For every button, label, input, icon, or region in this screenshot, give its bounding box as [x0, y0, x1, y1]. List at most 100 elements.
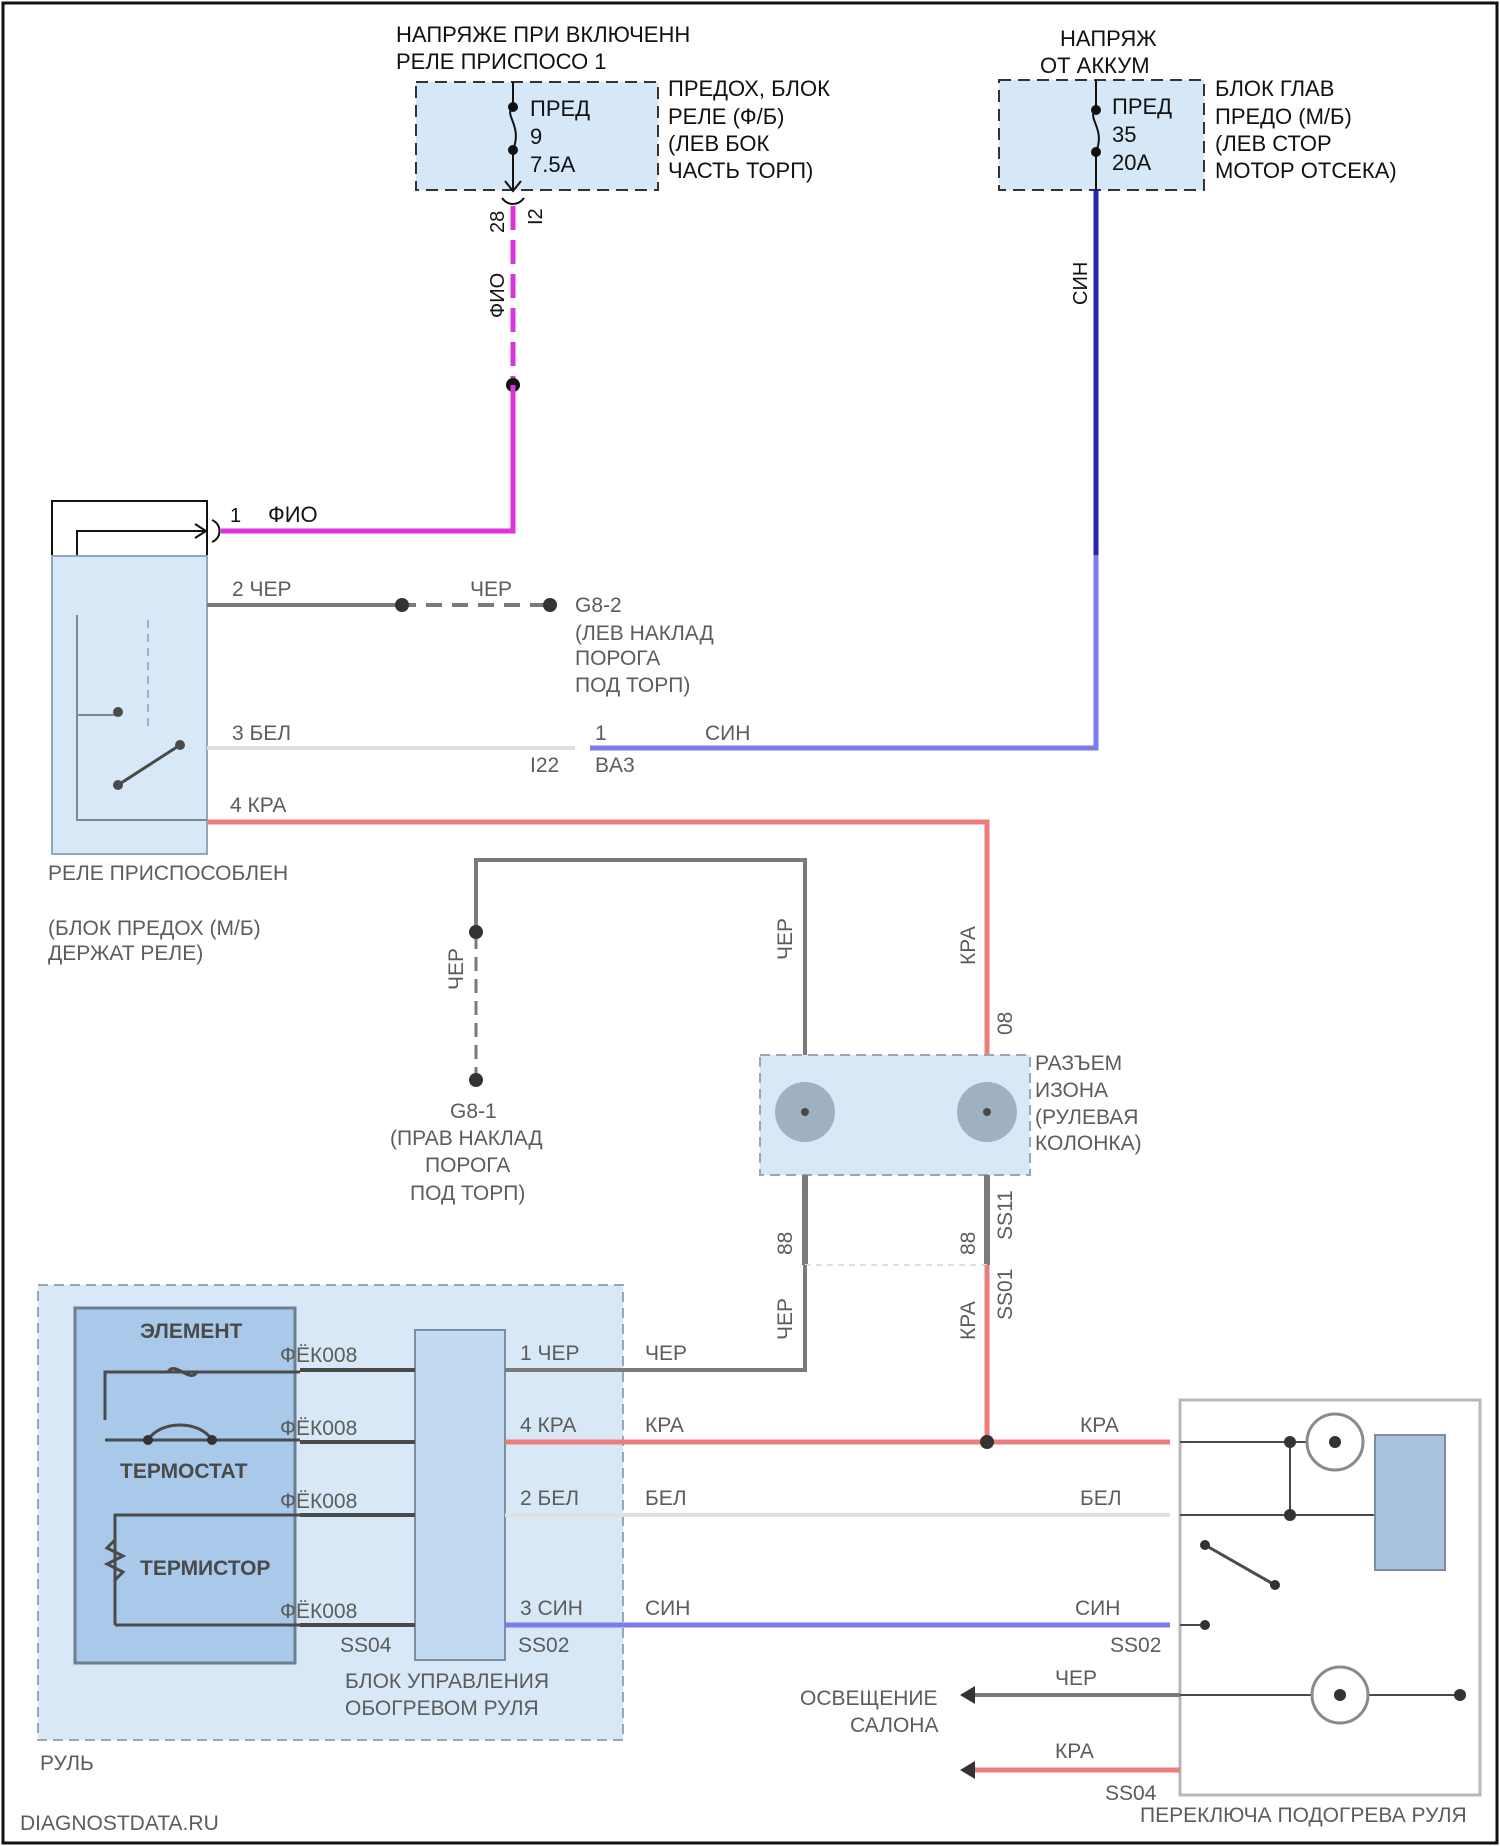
svg-text:КРА: КРА	[1055, 1740, 1094, 1763]
left-supply-title-line2: РЕЛЕ ПРИСПОСО 1	[396, 49, 607, 74]
svg-text:G8-1: G8-1	[450, 1100, 497, 1123]
relay-caption-1: РЕЛЕ ПРИСПОСОБЛЕН	[48, 862, 288, 885]
right-fuse-box	[999, 80, 1204, 190]
right-box-label-line1: БЛОК ГЛАВ	[1215, 76, 1334, 101]
left-connector-mark	[502, 198, 524, 204]
svg-text:SS04: SS04	[340, 1634, 392, 1657]
svg-text:ФЁК008: ФЁК008	[280, 1344, 357, 1367]
left-box-label-line4: ЧАСТЬ ТОРП)	[668, 158, 813, 183]
svg-text:(РУЛЕВАЯ: (РУЛЕВАЯ	[1035, 1106, 1138, 1129]
svg-text:DIAGNOSTDATA.RU: DIAGNOSTDATA.RU	[20, 1812, 219, 1835]
svg-text:(ПРАВ НАКЛАД: (ПРАВ НАКЛАД	[390, 1127, 543, 1150]
svg-text:БЕЛ: БЕЛ	[1080, 1487, 1122, 1510]
relay-icon	[77, 531, 205, 555]
left-box-label-line1: ПРЕДОХ, БЛОК	[668, 76, 830, 101]
svg-text:ПОД ТОРП): ПОД ТОРП)	[410, 1182, 525, 1205]
right-fuse-name: ПРЕД	[1112, 94, 1172, 119]
right-supply-title-line2: ОТ АККУМ	[1040, 53, 1150, 78]
relay-caption-3: ДЕРЖАТ РЕЛЕ)	[48, 942, 203, 965]
left-box-label-line2: РЕЛЕ (Ф/Б)	[668, 104, 785, 129]
heating-element-block	[75, 1308, 295, 1663]
svg-text:SS02: SS02	[1110, 1634, 1161, 1657]
svg-text:4 КРА: 4 КРА	[520, 1414, 576, 1437]
svg-text:ЭЛЕМЕНТ: ЭЛЕМЕНТ	[140, 1320, 243, 1343]
right-supply-title-line1: НАПРЯЖ	[1060, 26, 1157, 51]
svg-text:САЛОНА: САЛОНА	[850, 1714, 938, 1737]
svg-text:РАЗЪЕМ: РАЗЪЕМ	[1035, 1052, 1122, 1075]
svg-text:BA3: BA3	[595, 754, 635, 777]
left-connector-pin: 28	[487, 211, 509, 233]
svg-text:ПОРОГА: ПОРОГА	[425, 1154, 510, 1177]
svg-text:СИН: СИН	[645, 1597, 690, 1620]
svg-text:3 СИН: 3 СИН	[520, 1597, 583, 1620]
svg-text:ФЁК008: ФЁК008	[280, 1600, 357, 1623]
wire-fio-solid	[221, 385, 513, 531]
relay-pin1-wire-label: ФИО	[268, 502, 318, 527]
svg-text:ЧЕР: ЧЕР	[470, 578, 512, 601]
relay-body	[52, 556, 207, 854]
svg-text:ОБОГРЕВОМ РУЛЯ: ОБОГРЕВОМ РУЛЯ	[345, 1697, 539, 1720]
svg-text:1: 1	[595, 722, 607, 745]
left-supply-title-line1: НАПРЯЖЕ ПРИ ВКЛЮЧЕНН	[396, 22, 690, 47]
svg-text:SS02: SS02	[518, 1634, 569, 1657]
svg-text:КРА: КРА	[957, 1301, 980, 1340]
svg-text:ФЁК008: ФЁК008	[280, 1417, 357, 1440]
left-fuse-rating: 7.5A	[530, 152, 576, 177]
svg-text:ЧЕР: ЧЕР	[645, 1342, 687, 1365]
svg-text:ЧЕР: ЧЕР	[1055, 1667, 1097, 1690]
svg-text:4 КРА: 4 КРА	[230, 794, 286, 817]
svg-text:SS11: SS11	[994, 1190, 1017, 1240]
svg-text:ПОРОГА: ПОРОГА	[575, 647, 660, 670]
relay-top-frame	[52, 501, 207, 556]
svg-text:88: 88	[957, 1232, 980, 1255]
svg-text:ПОД ТОРП): ПОД ТОРП)	[575, 674, 690, 697]
svg-text:ТЕРМИСТОР: ТЕРМИСТОР	[140, 1557, 270, 1580]
right-fuse-number: 35	[1112, 122, 1136, 147]
svg-text:2 БЕЛ: 2 БЕЛ	[520, 1487, 579, 1510]
svg-text:G8-2: G8-2	[575, 594, 622, 617]
right-box-label-line3: (ЛЕВ СТОР	[1215, 131, 1332, 156]
wire-sin-label-vertical: СИН	[1070, 262, 1092, 305]
svg-text:СИН: СИН	[705, 722, 750, 745]
wire-fio-label-vertical: ФИО	[487, 273, 509, 318]
lower-schematic: РЕЛЕ ПРИСПОСОБЛЕН (БЛОК ПРЕДОХ (М/Б) ДЕР…	[20, 555, 1480, 1835]
svg-text:ФЁК008: ФЁК008	[280, 1490, 357, 1513]
svg-text:ТЕРМОСТАТ: ТЕРМОСТАТ	[120, 1460, 248, 1483]
svg-text:БЕЛ: БЕЛ	[645, 1487, 687, 1510]
svg-text:КОЛОНКА): КОЛОНКА)	[1035, 1132, 1142, 1155]
svg-text:КРА: КРА	[957, 926, 980, 965]
relay-pin1-connector	[212, 520, 220, 542]
left-fuse-number: 9	[530, 124, 542, 149]
svg-text:ИЗОНА: ИЗОНА	[1035, 1079, 1108, 1102]
left-fuse-name: ПРЕД	[530, 96, 590, 121]
svg-text:ОСВЕЩЕНИЕ: ОСВЕЩЕНИЕ	[800, 1687, 937, 1710]
svg-text:I22: I22	[530, 754, 559, 777]
svg-text:ЧЕР: ЧЕР	[445, 948, 468, 990]
svg-text:БЛОК УПРАВЛЕНИЯ: БЛОК УПРАВЛЕНИЯ	[345, 1670, 549, 1693]
right-fuse-rating: 20A	[1112, 150, 1151, 175]
svg-text:(ЛЕВ НАКЛАД: (ЛЕВ НАКЛАД	[575, 622, 714, 645]
svg-text:88: 88	[774, 1232, 797, 1255]
svg-text:3 БЕЛ: 3 БЕЛ	[232, 722, 291, 745]
right-box-label-line2: ПРЕДО (М/Б)	[1215, 104, 1352, 129]
relay-pin1-number: 1	[230, 505, 241, 527]
svg-text:1 ЧЕР: 1 ЧЕР	[520, 1342, 580, 1365]
right-box-label-line4: МОТОР ОТСЕКА)	[1215, 158, 1397, 183]
svg-text:СИН: СИН	[1075, 1597, 1120, 1620]
svg-text:ПЕРЕКЛЮЧА ПОДОГРЕВА РУЛЯ: ПЕРЕКЛЮЧА ПОДОГРЕВА РУЛЯ	[1140, 1804, 1467, 1827]
svg-text:SS01: SS01	[994, 1269, 1017, 1320]
heated-wheel-module	[415, 1330, 505, 1660]
svg-text:2 ЧЕР: 2 ЧЕР	[232, 578, 292, 601]
svg-text:ЧЕР: ЧЕР	[774, 1298, 797, 1340]
svg-text:ЧЕР: ЧЕР	[774, 918, 797, 960]
left-connector-id: I2	[525, 208, 547, 225]
svg-text:КРА: КРА	[1080, 1414, 1119, 1437]
svg-text:РУЛЬ: РУЛЬ	[40, 1752, 94, 1775]
svg-text:КРА: КРА	[645, 1414, 684, 1437]
svg-text:08: 08	[994, 1012, 1017, 1035]
svg-text:SS04: SS04	[1105, 1782, 1157, 1805]
left-box-label-line3: (ЛЕВ БОК	[668, 131, 770, 156]
relay-caption-2: (БЛОК ПРЕДОХ (М/Б)	[48, 917, 261, 940]
